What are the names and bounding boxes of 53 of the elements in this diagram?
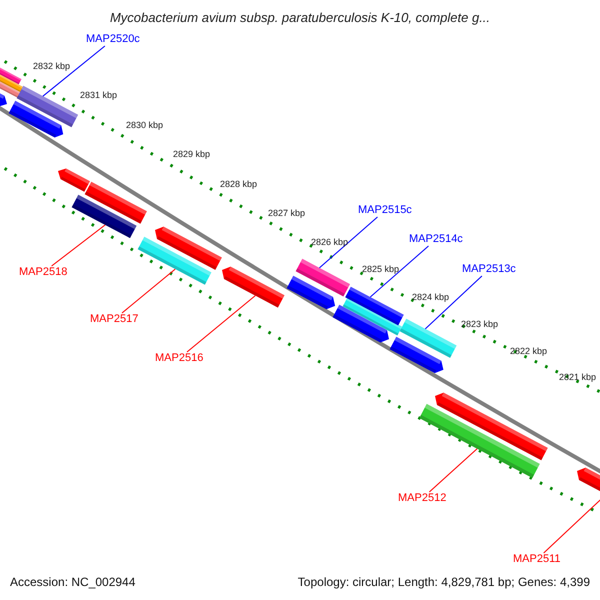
position-label: 2829 kbp (173, 149, 210, 159)
leader-line (370, 246, 429, 298)
gene-bar (332, 304, 389, 342)
position-label: 2831 kbp (80, 90, 118, 100)
gene-label: MAP2515c (358, 204, 412, 217)
gene-bar (0, 90, 7, 106)
gene-label: MAP2514c (409, 233, 463, 246)
gene-bar (419, 404, 540, 478)
gene-label: MAP2513c (462, 263, 516, 276)
gene-bar (8, 100, 64, 138)
position-label: 2827 kbp (268, 208, 306, 218)
gene-bar (58, 168, 90, 192)
leader-line (186, 295, 256, 352)
position-label: 2825 kbp (362, 264, 400, 274)
gene-label: MAP2520c (86, 33, 140, 46)
position-label: 2824 kbp (412, 292, 450, 302)
gene-bar (577, 468, 600, 492)
gene-label: MAP2511 (513, 553, 560, 566)
gene-label: MAP2512 (398, 492, 446, 505)
position-label: 2830 kbp (126, 120, 164, 130)
position-label: 2823 kbp (461, 319, 498, 329)
gene-bar (342, 298, 402, 336)
leader-line (428, 448, 478, 492)
gene-bar (286, 276, 336, 310)
gene-bar (345, 286, 404, 326)
gene-bar (138, 236, 212, 285)
position-label: 2822 kbp (510, 346, 548, 356)
gene-label: MAP2517 (90, 313, 138, 326)
gene-bar (400, 318, 457, 358)
gene-bar (84, 182, 147, 224)
leader-line (51, 224, 106, 266)
accession-label: Accession: NC_002944 (10, 574, 136, 591)
gene-label: MAP2518 (19, 266, 68, 279)
leader-line (424, 276, 482, 330)
gene-bar (16, 86, 78, 128)
gene-bar (0, 67, 22, 84)
genome-summary: Topology: circular; Length: 4,829,781 bp; Genes: 4,399 (298, 574, 590, 591)
gene-bar (222, 266, 284, 308)
gene-bar (390, 336, 444, 374)
position-label: 2832 kbp (33, 61, 70, 71)
position-label: 2828 kbp (220, 179, 258, 189)
leader-line (122, 268, 176, 314)
position-label: 2821 kbp (559, 372, 596, 382)
gene-label: MAP2516 (155, 352, 204, 365)
position-label: 2826 kbp (311, 237, 348, 247)
leader-line (318, 216, 378, 268)
gene-bar (72, 194, 137, 238)
gene-bar (296, 258, 350, 296)
gene-bar (155, 226, 222, 270)
gene-bar (0, 74, 24, 92)
map-title: Mycobacterium avium subsp. paratuberculosis K-10, complete g... (108, 9, 492, 27)
gene-bar (435, 392, 548, 460)
leader-line (42, 46, 106, 97)
